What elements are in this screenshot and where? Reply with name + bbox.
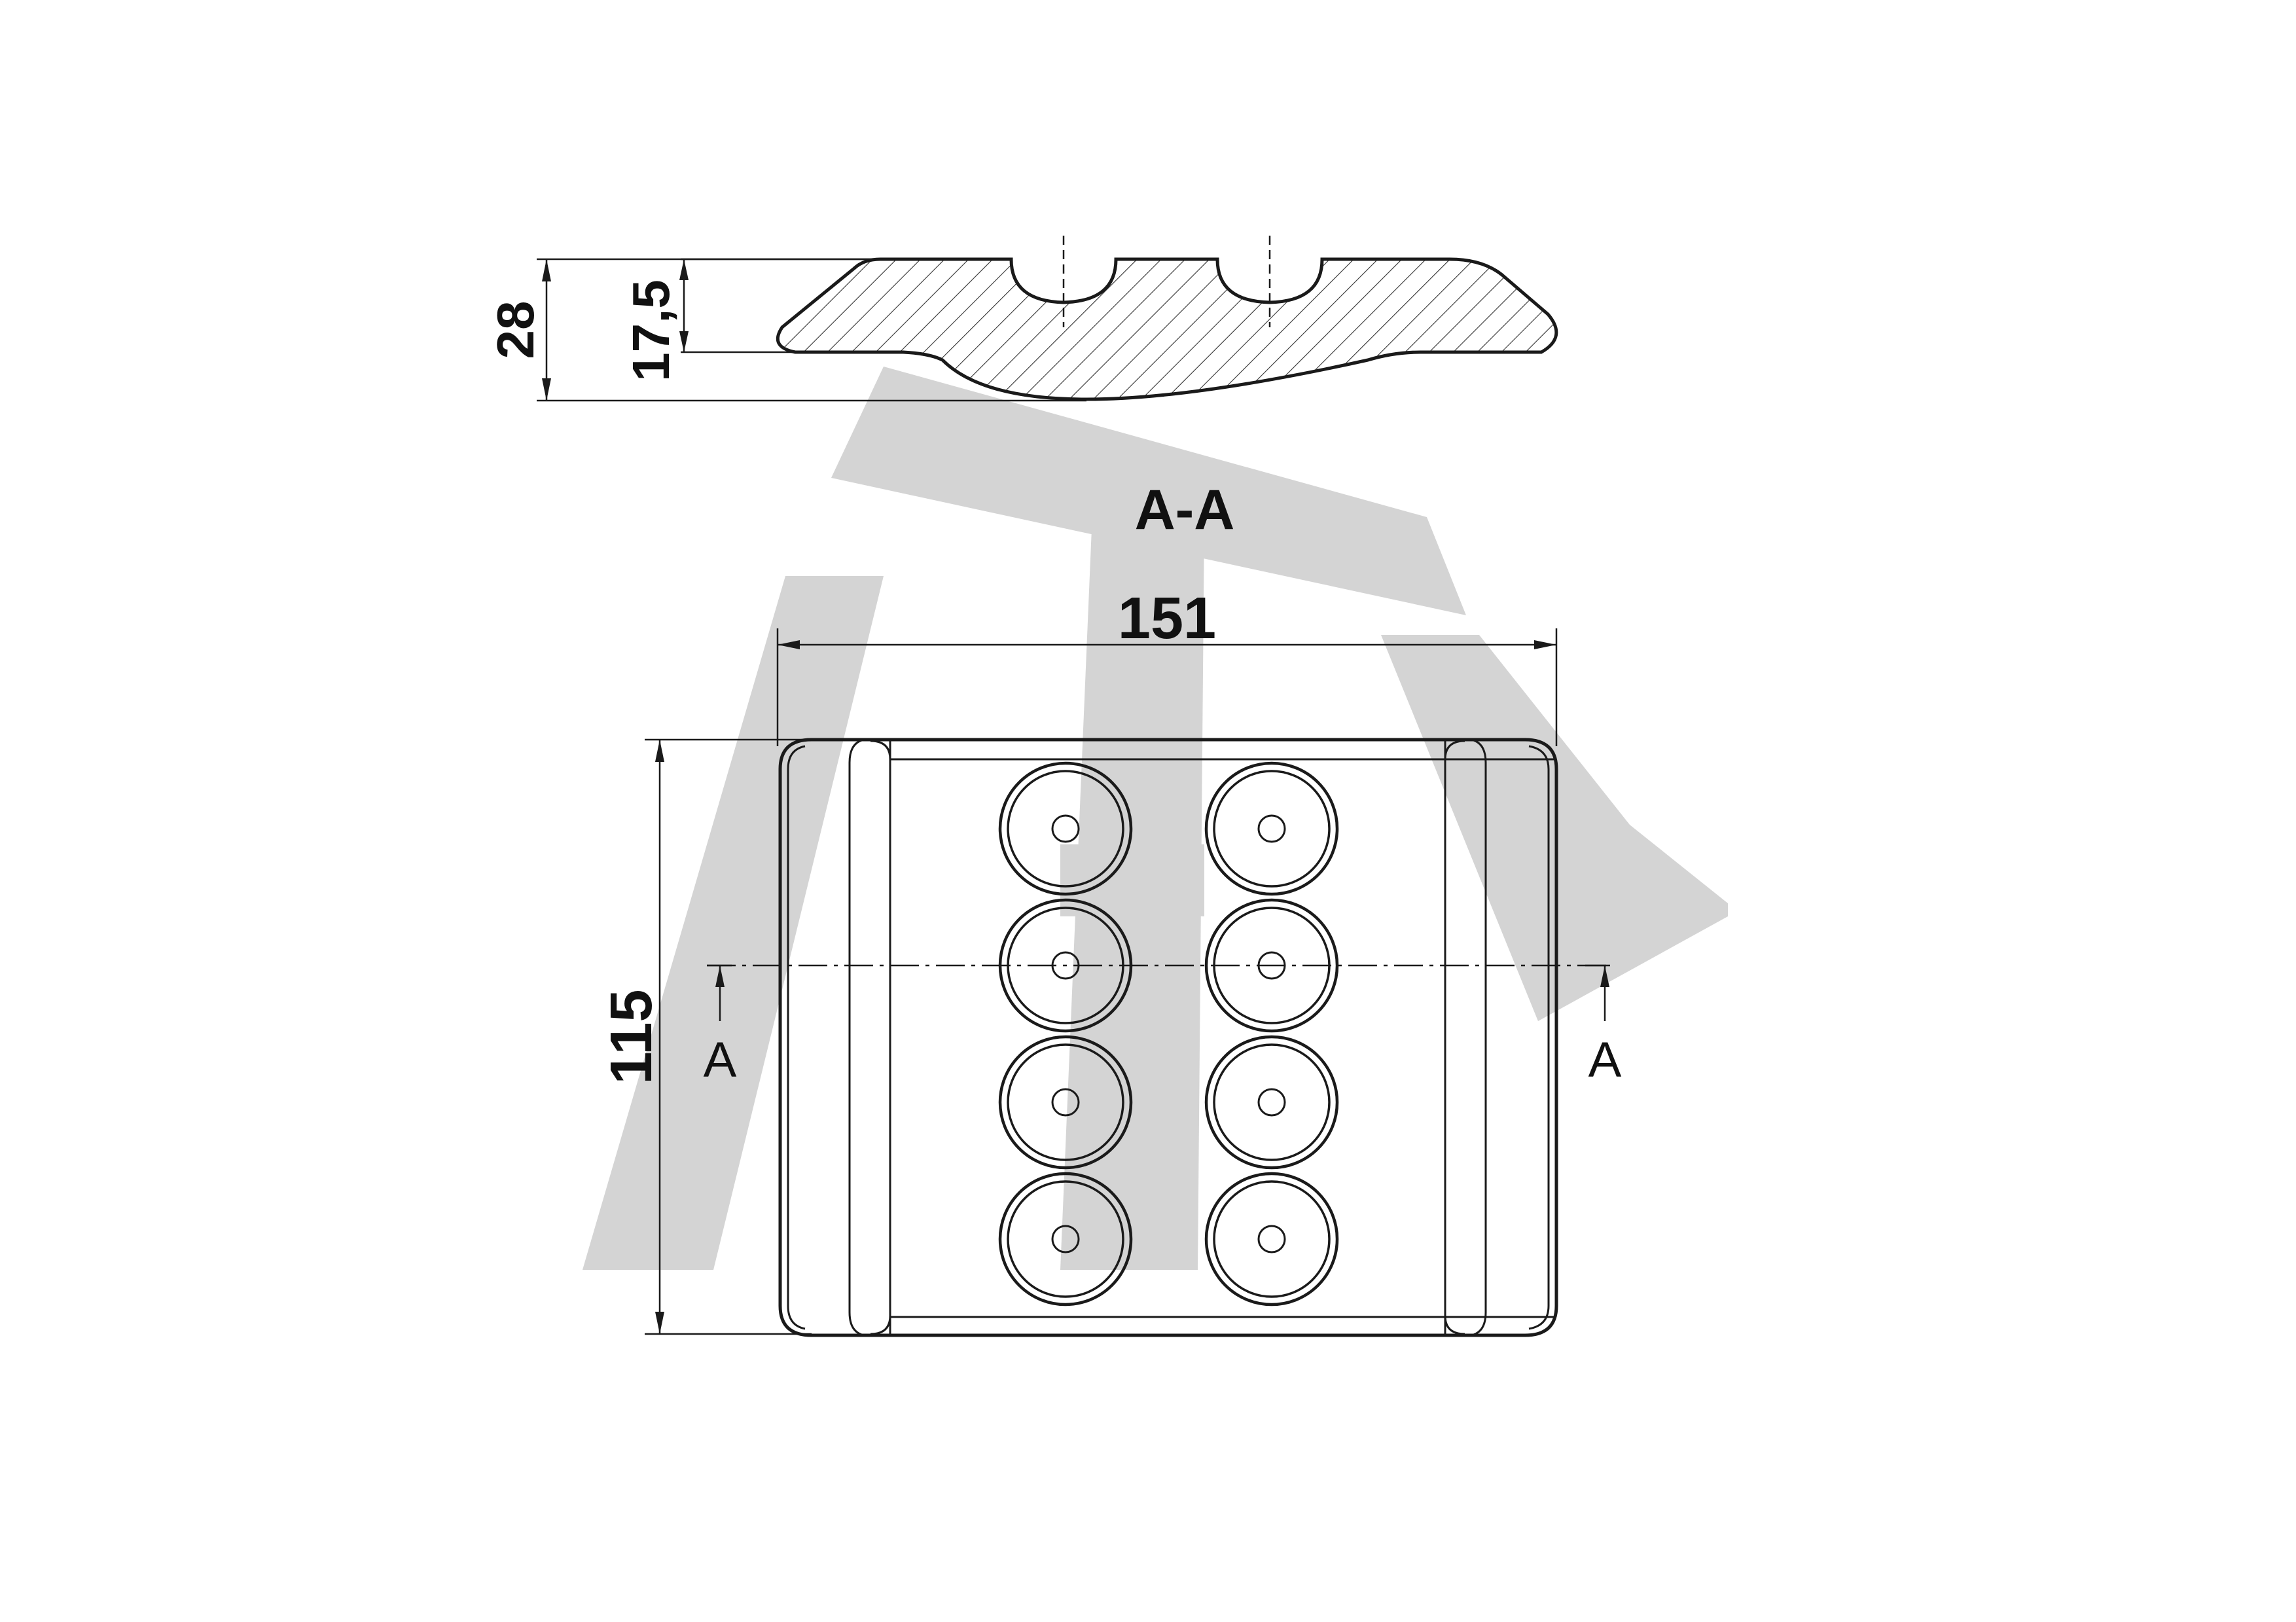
dim-17-5-label: 17,5 bbox=[622, 279, 680, 382]
watermark-logo bbox=[583, 367, 1728, 1270]
dim-28-label: 28 bbox=[486, 301, 545, 359]
plate-outline bbox=[778, 738, 1558, 1337]
dim-115-label: 115 bbox=[599, 989, 664, 1084]
dim-151-label: 151 bbox=[1118, 586, 1216, 651]
hole bbox=[1204, 1172, 1339, 1307]
section-title: A-A bbox=[1135, 478, 1235, 541]
dimension-151: 151 bbox=[776, 586, 1558, 746]
dimension-17-5: 17,5 bbox=[622, 258, 877, 382]
section-marker-left: A bbox=[704, 1032, 737, 1088]
hole bbox=[1204, 1035, 1339, 1170]
right-rail bbox=[1471, 738, 1487, 1337]
section-line: A A bbox=[704, 964, 1622, 1088]
dimension-115: 115 bbox=[599, 738, 812, 1335]
hole bbox=[998, 1035, 1133, 1170]
hole bbox=[1204, 761, 1339, 896]
plan-view: 151 115 bbox=[599, 586, 1622, 1337]
plate-inner-edge-right bbox=[1528, 745, 1550, 1330]
section-profile bbox=[776, 257, 1558, 401]
hole bbox=[998, 1172, 1133, 1307]
plate-inner-edge bbox=[787, 745, 806, 1330]
hole bbox=[998, 761, 1133, 896]
left-rail bbox=[848, 738, 865, 1337]
section-view: 28 17,5 A-A bbox=[486, 236, 1558, 541]
section-marker-right: A bbox=[1588, 1032, 1622, 1088]
